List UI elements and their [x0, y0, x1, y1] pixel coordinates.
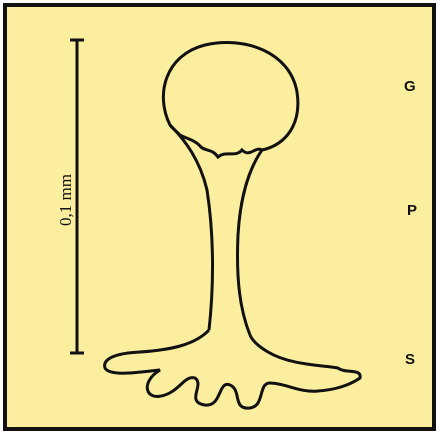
base-outline	[105, 330, 361, 408]
scale-bar-label: 0,1 mm	[56, 170, 76, 230]
label-p: P	[407, 202, 417, 219]
label-s: S	[405, 351, 415, 368]
label-g: G	[404, 78, 416, 95]
